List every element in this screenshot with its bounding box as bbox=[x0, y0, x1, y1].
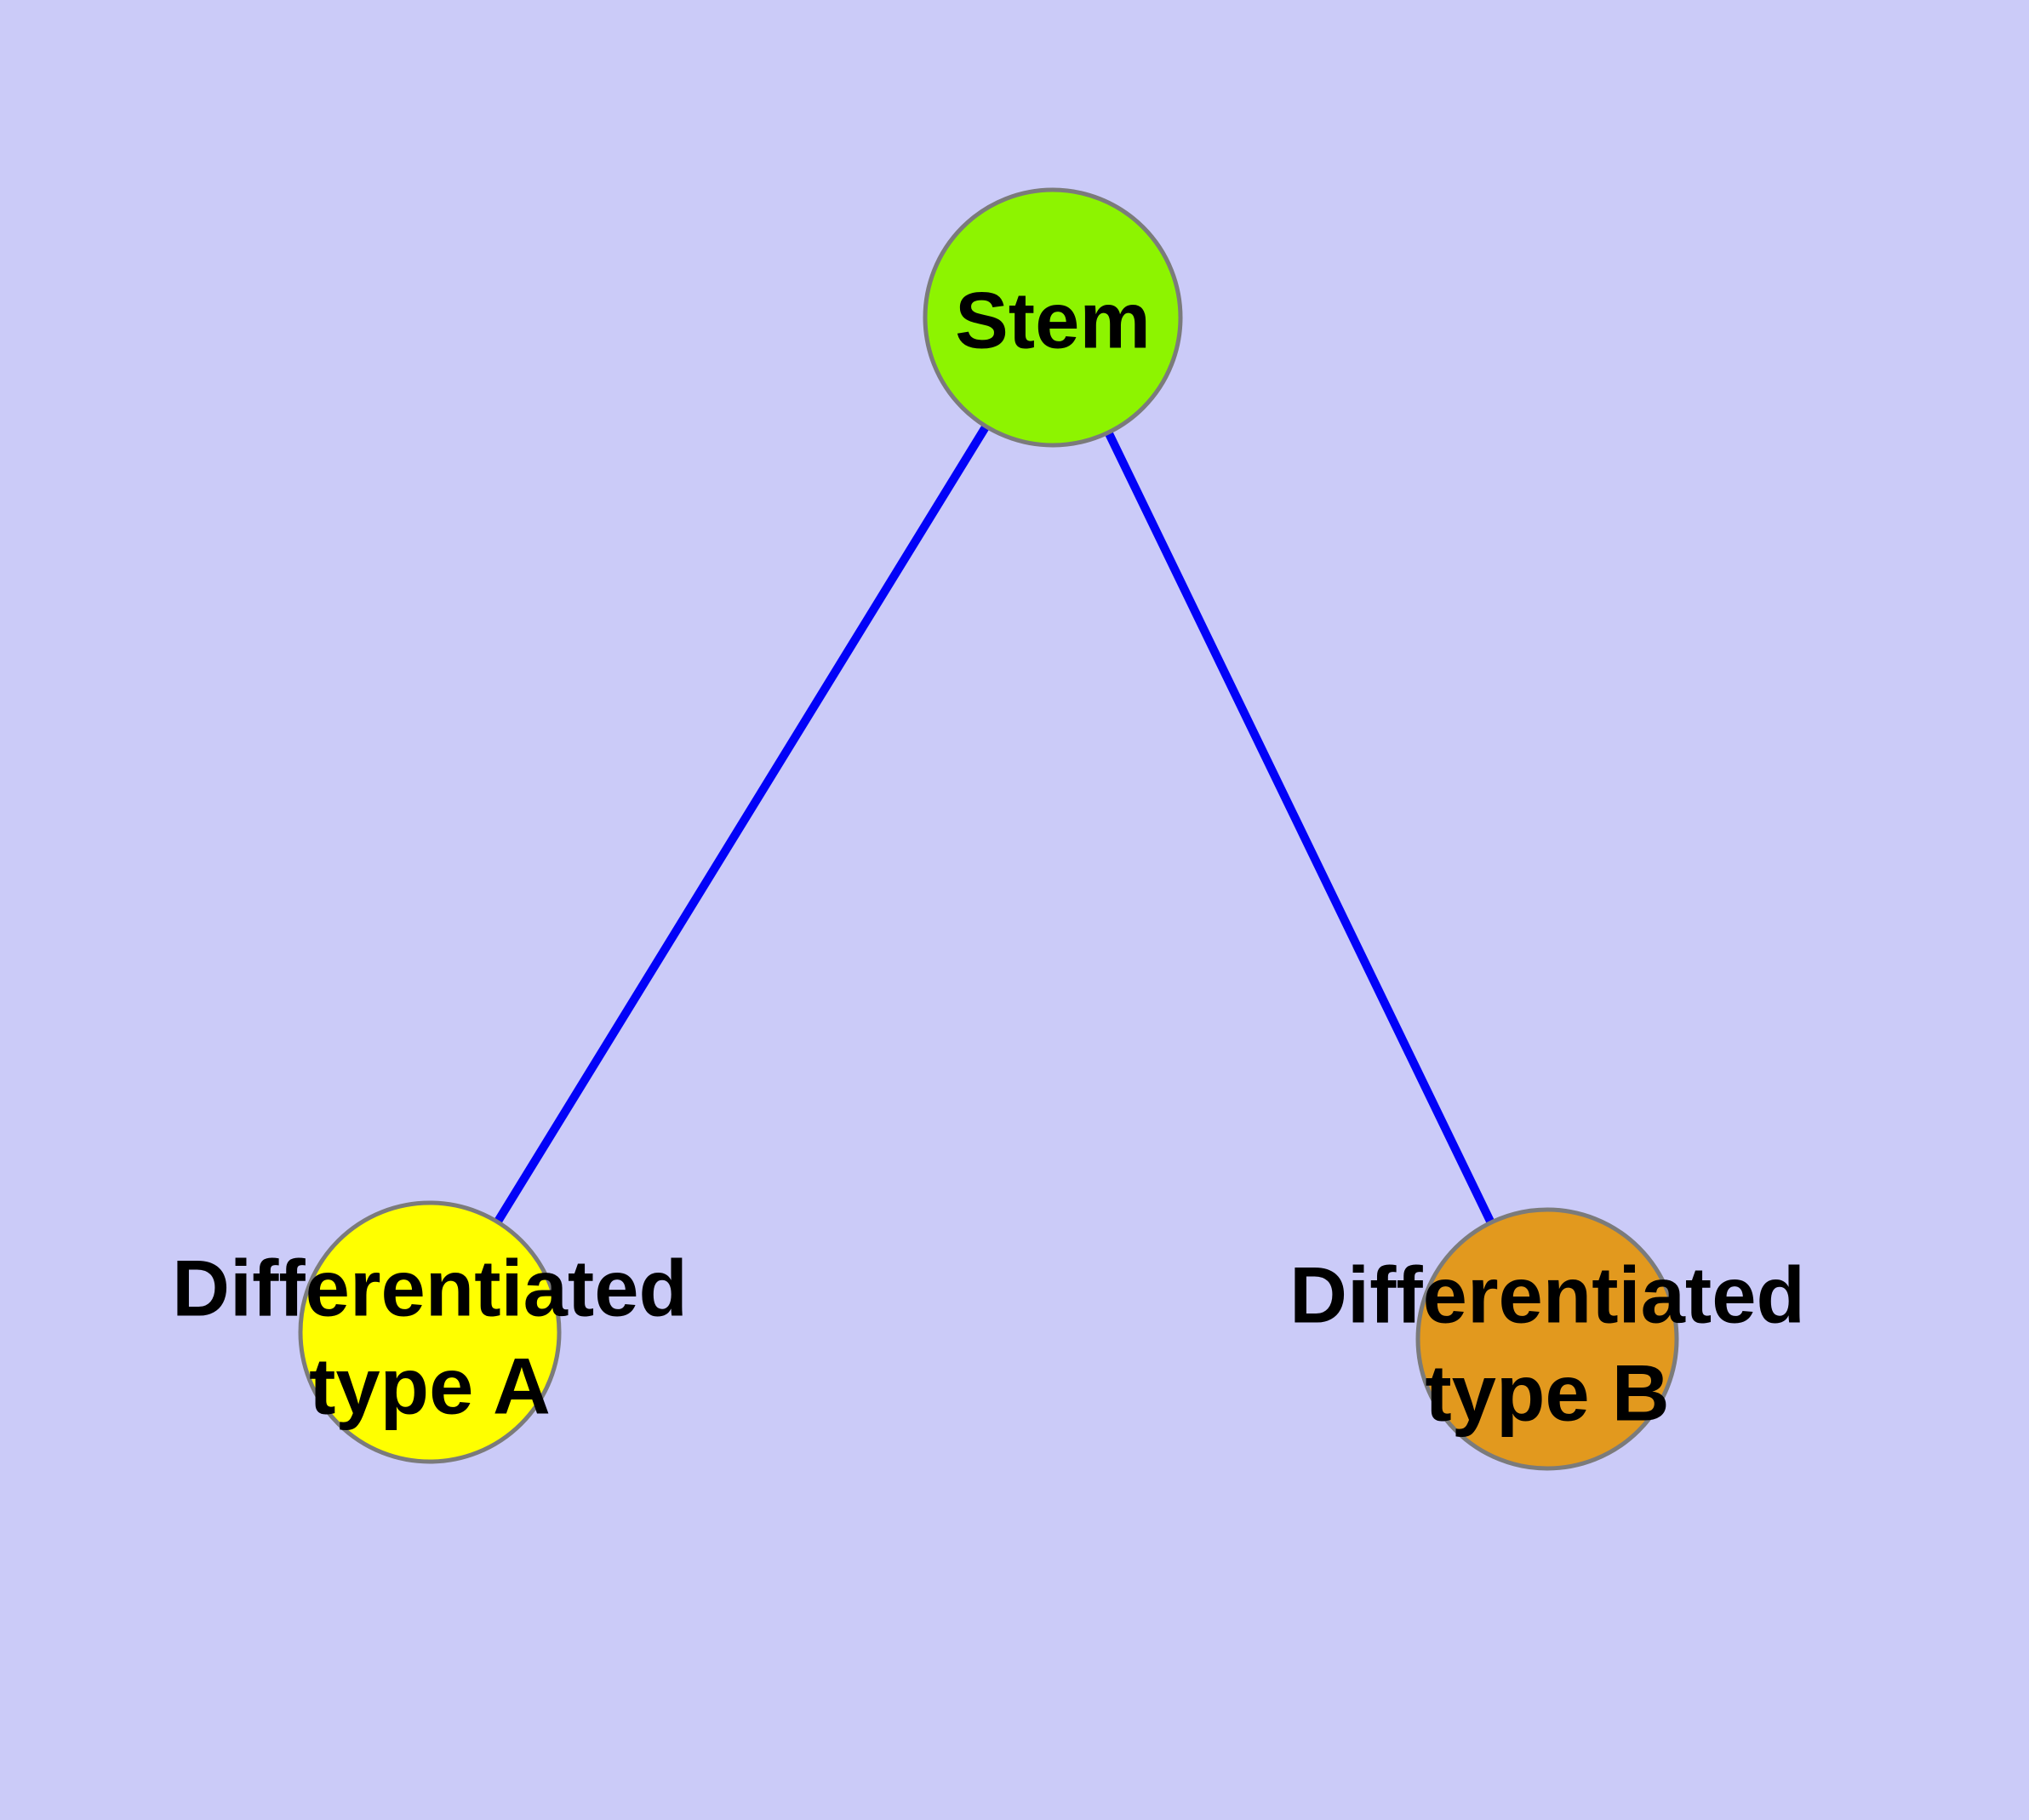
node-type-b-label-line2: type B bbox=[1425, 1348, 1669, 1438]
node-type-b-circle bbox=[1415, 1207, 1679, 1471]
node-type-b-label-line1: Differentiated bbox=[1289, 1251, 1805, 1340]
node-type-a-label-line2: type A bbox=[309, 1342, 551, 1431]
edge-stem-to-type-a bbox=[426, 315, 1057, 1335]
node-type-a-label-line1: Differentiated bbox=[172, 1244, 688, 1333]
node-stem-circle bbox=[923, 187, 1183, 448]
edge-stem-to-type-b bbox=[1049, 315, 1552, 1342]
node-stem-label: Stem bbox=[955, 276, 1151, 365]
node-type-a-circle bbox=[298, 1200, 562, 1464]
